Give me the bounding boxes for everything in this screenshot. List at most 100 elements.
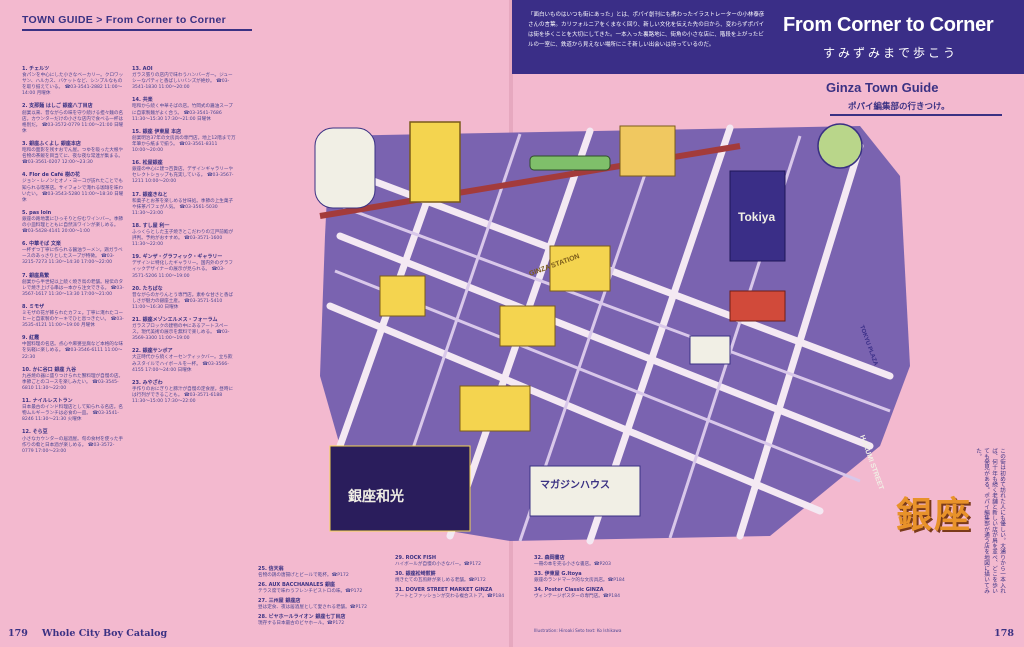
list-item-body: 手作りのおにぎりと豚汁が自慢の定食屋。昼時には行列ができることも。 ☎03-35…	[132, 386, 234, 405]
guide-rule	[830, 114, 1002, 116]
list-item-title: 23. みやざわ	[132, 379, 163, 386]
ginza-illustrated-map: GINZA STATION HARUMI STREET TOKYU PLAZA …	[314, 121, 910, 545]
list-item: 25. 信天翁名物の鶏の唐揚げとビールで乾杯。☎P172	[258, 566, 388, 579]
list-item-body: デザインに特化したギャラリー。国内外のグラフィックデザイナーの展示が見られる。 …	[132, 261, 234, 279]
list-item: 27. 三州屋 銀座店昼は定食、夜は居酒屋として愛される老舗。☎P172	[258, 598, 388, 611]
list-item: 2. 支那麺 はしご 銀座八丁目店創業以来、昔ながらの味を守り続ける担々麺の名店…	[22, 103, 126, 134]
building-yellow-a	[549, 245, 611, 292]
list-item: 6. 中華そば 文楽一杯ずつ丁寧に作られる醤油ラーメン。鶏ガラベースのあっさりと…	[22, 241, 126, 266]
title-banner	[512, 0, 1024, 74]
night-panel	[329, 445, 471, 532]
building-hashigo	[689, 335, 731, 365]
list-item-body: ふっくらとした玉子焼きとこだわりの江戸前鮨が評判。予約がおすすめ。 ☎03-35…	[132, 229, 234, 248]
label-magazine-house: マガジンハウス	[540, 478, 610, 491]
list-item-body: 昼は定食、夜は居酒屋として愛される老舗。☎P172	[258, 605, 367, 610]
list-item: 16. 松屋銀座銀座の中心に建つ百貨店。デザインギャラリーやセレクトショップも充…	[132, 160, 236, 185]
list-item-title: 26. AUX BACCHANALES 銀座	[258, 582, 336, 588]
list-item: 21. 銀座メゾンエルメス・フォーラムガラスブロックの建物の中にあるアートスペー…	[132, 317, 236, 342]
page-number-right: 178	[994, 628, 1014, 639]
list-item-body: ミモザの花が飾られたカフェ。丁寧に淹れたコーヒーと自家製のケーキでひと息つきたい…	[22, 311, 124, 329]
list-item: 30. 銀座松崎煎餅焼きたての瓦煎餅が楽しめる老舗。☎P172	[395, 571, 525, 584]
list-item-body: 和菓子とお茶を楽しめる甘味処。季節の上生菓子や抹茶パフェが人気。 ☎03-356…	[132, 198, 234, 216]
list-item-body: 大正時代から続くオーセンティックバー。立ち飲みスタイルでハイボールを一杯。 ☎0…	[132, 355, 233, 373]
list-item-title: 20. たちばな	[132, 285, 163, 292]
list-item-title: 13. AOI	[132, 66, 153, 72]
list-item: 23. みやざわ手作りのおにぎりと豚汁が自慢の定食屋。昼時には行列ができることも…	[132, 380, 236, 405]
guide-subtitle: ポパイ編集部の行きつけ。	[848, 102, 950, 112]
list-item: 14. 共楽昭和から続く中華そばの店。竹岡式の醤油スープに自家製麺がよく合う。 …	[132, 97, 236, 122]
list-item-body: 昭和の面影を残すおでん屋。つゆを吸った大根や名物の茶飯を目当てに、夜な夜な常連が…	[22, 148, 124, 166]
vertical-article-text: この街は初めて訪れた人にも優しい。大通りから一本入れば、何十年も続く老舗と新しい…	[975, 448, 1005, 594]
list-item-title: 8. ミモザ	[22, 303, 45, 310]
list-item-body: テラス席で味わうフレンチビストロの味。☎P172	[258, 589, 363, 594]
list-item-title: 33. 伊東屋 G.Itoya	[534, 571, 582, 577]
list-item-title: 1. チェルツ	[22, 66, 50, 72]
ginza-sign: 銀座	[896, 495, 973, 536]
list-item-body: 中国料理の名店。点心や麻婆豆腐など本格的な味を気軽に楽しめる。 ☎03-3546…	[22, 342, 124, 360]
list-item: 4. Flor de Café 樹の花ジョン・レノンとオノ・ヨーコが訪れたことで…	[22, 172, 126, 203]
list-item-title: 7. 銀座鳥繁	[22, 272, 50, 279]
list-item-title: 9. 紅霞	[22, 335, 40, 342]
building-matsuya	[619, 125, 676, 177]
list-item: 1. チェルツ食パンを中心にした小さなベーカリー。クロワッサン、ハルカス、バケッ…	[22, 66, 126, 97]
list-item: 3. 銀座ふくよし 銀座本店昭和の面影を残すおでん屋。つゆを吸った大根や名物の茶…	[22, 141, 126, 166]
list-item: 18. すし屋 利一ふっくらとした玉子焼きとこだわりの江戸前鮨が評判。予約がおす…	[132, 223, 236, 248]
intro-text: 「面白いものはいつも街にあった」とは、ポパイ創刊にも携わったイラストレーターの小…	[528, 12, 765, 48]
list-item: 19. ギンザ・グラフィック・ギャラリーデザインに特化したギャラリー。国内外のグ…	[132, 254, 236, 279]
list-item-title: 5. pas loin	[22, 209, 52, 216]
list-item-body: 食パンを中心にした小さなベーカリー。クロワッサン、ハルカス、バケットなど、シンプ…	[22, 73, 124, 97]
list-item-title: 15. 銀座 伊東屋 本店	[132, 128, 182, 135]
list-item-title: 2. 支那麺 はしご 銀座八丁目店	[22, 103, 93, 110]
list-item: 20. たちばな昔ながらのかりんとう専門店。素朴な甘さと香ばしさが魅力の銀座土産…	[132, 286, 236, 311]
list-item-title: 19. ギンザ・グラフィック・ギャラリー	[132, 254, 223, 261]
listing-column-1: 1. チェルツ食パンを中心にした小さなベーカリー。クロワッサン、ハルカス、バケッ…	[22, 66, 126, 461]
list-item-title: 27. 三州屋 銀座店	[258, 598, 301, 604]
building-magazine-house	[529, 465, 641, 517]
list-item-title: 17. 銀座きねと	[132, 191, 168, 198]
list-item-title: 31. DOVER STREET MARKET GINZA	[395, 587, 493, 593]
page-title: From Corner to Corner	[783, 14, 994, 36]
list-item-title: 28. ビヤホールライオン 銀座七丁目店	[258, 614, 346, 620]
magazine-title: Whole City Boy Catalog	[41, 628, 168, 639]
list-item: 17. 銀座きねと和菓子とお茶を楽しめる甘味処。季節の上生菓子や抹茶パフェが人気…	[132, 192, 236, 217]
section-header: TOWN GUIDE > From Corner to Corner	[22, 14, 226, 26]
page-subtitle: すみずみまで歩こう	[823, 46, 959, 60]
list-item-title: 25. 信天翁	[258, 566, 284, 572]
list-item-body: 小さなカウンターの居酒屋。旬の食材を使った手作りの肴と日本酒が楽しめる。 ☎03…	[22, 436, 124, 454]
list-item: 9. 紅霞中国料理の名店。点心や麻婆豆腐など本格的な味を気軽に楽しめる。 ☎03…	[22, 335, 126, 360]
list-item: 7. 銀座鳥繁創業から半世紀以上続く焼き鳥の老舗。秘伝のタレで焼き上げる串は一本…	[22, 273, 126, 298]
list-item: 28. ビヤホールライオン 銀座七丁目店現存する日本最古のビヤホール。☎P172	[258, 614, 388, 627]
building-tokiya	[729, 170, 786, 262]
list-item-title: 32. 森岡書店	[534, 555, 565, 561]
list-item-body: 日本最古のインド料理店として知られる名店。名物ムルギーランチは必食の一皿。 ☎0…	[22, 405, 123, 423]
list-item: 26. AUX BACCHANALES 銀座テラス席で味わうフレンチビストロの味…	[258, 582, 388, 595]
list-item-title: 3. 銀座ふくよし 銀座本店	[22, 140, 81, 147]
list-item-body: 一杯ずつ丁寧に作られる醤油ラーメン。鶏ガラベースのあっさりとしたスープが特徴。 …	[22, 248, 123, 266]
page-number-left: 179	[8, 628, 28, 639]
list-item-title: 22. 銀座サンボア	[132, 348, 173, 355]
popeye-stamp	[817, 123, 863, 169]
list-item-title: 16. 松屋銀座	[132, 160, 163, 167]
label-wako: 銀座和光	[348, 488, 404, 504]
list-item: 10. かに谷口 銀座 九谷九谷焼の器に盛りつけられた蟹料理が自慢の店。季節ごと…	[22, 367, 126, 392]
bottom-listing-1: 25. 信天翁名物の鶏の唐揚げとビールで乾杯。☎P172 26. AUX BACC…	[258, 566, 388, 630]
list-item-body: 名物の鶏の唐揚げとビールで乾杯。☎P172	[258, 573, 349, 578]
list-item-body: 昭和から続く中華そばの店。竹岡式の醤油スープに自家製麺がよく合う。 ☎03-35…	[132, 104, 233, 122]
footer-left: 179 Whole City Boy Catalog	[8, 628, 167, 639]
list-item: 11. ナイルレストラン日本最古のインド料理店として知られる名店。名物ムルギーラ…	[22, 398, 126, 423]
credits: Illustration: Hiroaki Seto text: Ko Ishi…	[534, 628, 622, 633]
list-item-body: 九谷焼の器に盛りつけられた蟹料理が自慢の店。季節ごとのコースを楽しみたい。 ☎0…	[22, 373, 124, 391]
list-item: 32. 森岡書店一冊の本を売る小さな書店。☎P203	[534, 555, 664, 568]
list-item-body: 焼きたての瓦煎餅が楽しめる老舗。☎P172	[395, 578, 486, 583]
guide-title: Ginza Town Guide	[826, 80, 939, 95]
list-item-body: 銀座の中心に建つ百貨店。デザインギャラリーやセレクトショップも充実している。 ☎…	[132, 167, 234, 185]
list-item-body: ジョン・レノンとオノ・ヨーコが訪れたことでも知られる喫茶店。サイフォンで淹れる珈…	[22, 179, 124, 203]
list-item-body: 現存する日本最古のビヤホール。☎P172	[258, 621, 345, 626]
list-item-body: ガラス張りの店内で味わうハンバーガー。ジューシーなパティと香ばしいバンズが絶妙。…	[132, 73, 233, 91]
list-item-body: 銀座のランドマーク的な文房具店。☎P184	[534, 578, 625, 583]
